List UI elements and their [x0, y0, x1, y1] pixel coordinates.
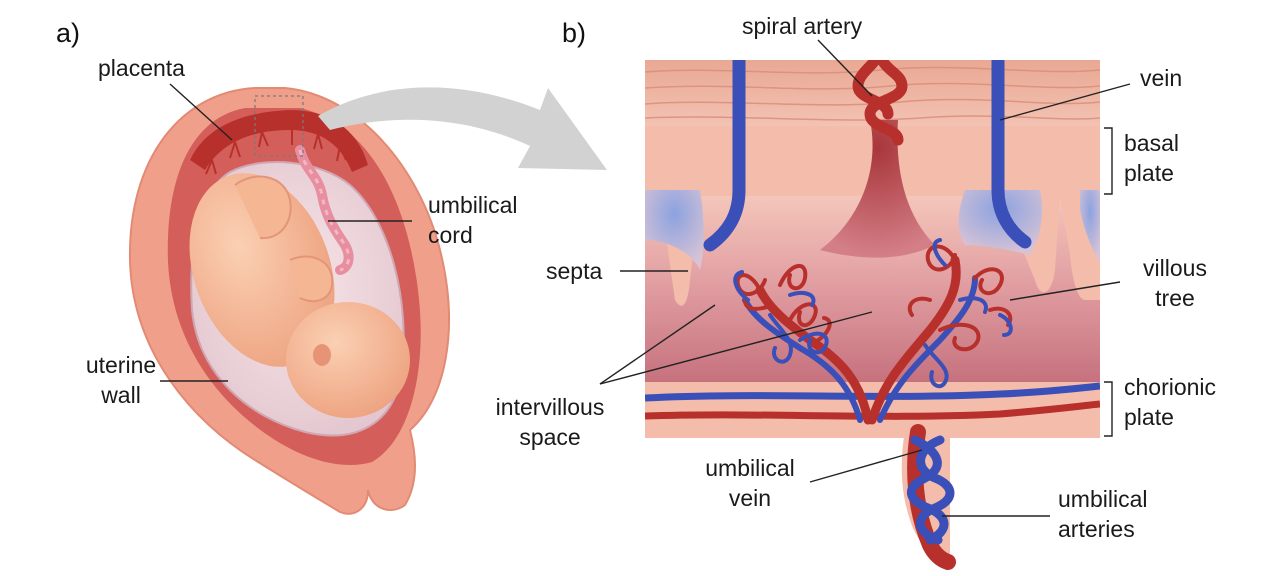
bracket-chorionic-plate — [1104, 381, 1113, 437]
label-intervillous-space-line-1: intervillous — [495, 394, 605, 420]
umbilical-cord-trunk — [901, 424, 956, 570]
leader-lines — [160, 39, 1131, 517]
panel-label-a: a) — [56, 18, 81, 48]
vein-pool-left — [645, 190, 704, 270]
label-placenta: placenta — [98, 55, 185, 81]
label-umbilical-vein: umbilical vein — [690, 453, 810, 513]
label-umbilical-vein-line-1: umbilical — [705, 455, 795, 481]
panel-label-b: b) — [562, 18, 587, 48]
fetus-body — [189, 173, 335, 367]
label-chorionic-plate-line-1: chorionic — [1124, 374, 1217, 400]
label-intervillous-space: intervillous space — [486, 392, 614, 452]
label-umbilical-cord-line-1: umbilical — [428, 192, 518, 218]
label-umbilical-cord-line-2: cord — [428, 222, 473, 248]
label-septa: septa — [546, 258, 603, 284]
maternal-vein-left — [703, 60, 746, 252]
leader-vein — [999, 83, 1131, 121]
label-spiral-artery: spiral artery — [742, 13, 863, 39]
label-villous-tree-line-1: villous — [1143, 255, 1207, 281]
leader-placenta — [169, 83, 233, 141]
uterus-illustration — [128, 87, 450, 515]
label-basal-plate-line-1: basal — [1124, 130, 1179, 156]
umbilical-arteries-shape — [915, 435, 955, 545]
label-villous-tree: villous tree — [1130, 253, 1220, 313]
maternal-vein-right — [991, 60, 1032, 249]
label-uterine-wall-line-1: uterine — [85, 352, 157, 378]
spiral-artery-coil — [852, 60, 908, 146]
villous-tree-right — [867, 238, 1013, 425]
label-uterine-wall-line-2: wall — [101, 382, 141, 408]
label-umbilical-vein-line-2: vein — [728, 485, 772, 511]
leader-villous-tree — [1009, 281, 1121, 301]
spiral-artery-plume — [820, 120, 935, 258]
label-intervillous-space-line-2: space — [519, 424, 581, 450]
label-umbilical-arteries-line-2: arteries — [1058, 516, 1135, 542]
label-basal-plate-line-2: plate — [1124, 160, 1174, 186]
bracket-basal-plate — [1104, 127, 1113, 195]
label-umbilical-cord: umbilical cord — [428, 190, 517, 250]
fetus-head — [286, 302, 410, 418]
zoom-arrow — [318, 87, 607, 170]
inset-box — [254, 95, 304, 157]
label-umbilical-arteries-line-1: umbilical — [1058, 486, 1148, 512]
placenta-cross-section — [645, 60, 1100, 438]
leader-intervillous-2 — [599, 311, 873, 385]
label-vein: vein — [1140, 65, 1183, 91]
leader-spiral-artery — [817, 39, 873, 97]
leader-umbilical-vein — [809, 449, 923, 483]
villous-tree-left — [733, 264, 873, 425]
label-villous-tree-line-2: tree — [1155, 285, 1195, 311]
placenta-shape — [190, 110, 368, 172]
leader-intervillous-1 — [599, 304, 716, 385]
label-uterine-wall: uterine wall — [72, 350, 170, 410]
label-umbilical-arteries: umbilical arteries — [1058, 484, 1147, 544]
label-chorionic-plate-line-2: plate — [1124, 404, 1174, 430]
label-basal-plate: basal plate — [1124, 128, 1179, 188]
label-chorionic-plate: chorionic plate — [1124, 372, 1216, 432]
